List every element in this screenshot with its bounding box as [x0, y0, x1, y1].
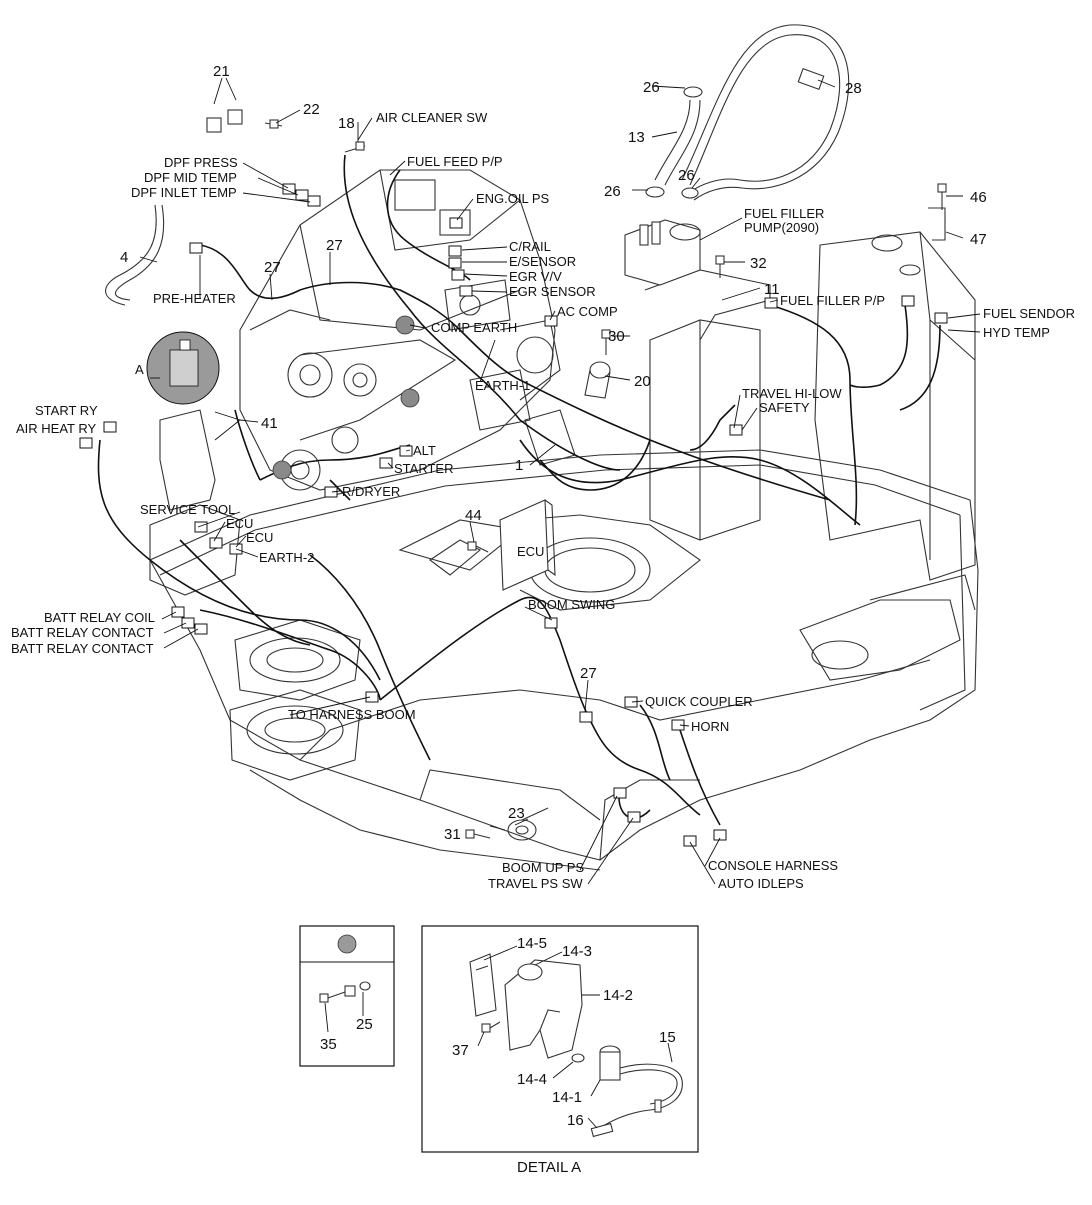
callout-4: 4 — [120, 249, 128, 266]
label-auto-idle-ps: AUTO IDLEPS — [718, 876, 804, 891]
label-alt: ALT — [413, 443, 436, 458]
callout-23: 23 — [508, 805, 525, 822]
label-dpf-press: DPF PRESS — [164, 155, 238, 170]
reference-markers — [272, 315, 420, 480]
leader-lines — [139, 77, 981, 885]
connectors — [79, 183, 948, 847]
callout-18: 18 — [338, 115, 355, 132]
callout-26-top: 26 — [643, 79, 660, 96]
callout-44: 44 — [465, 507, 482, 524]
callout-1: 1 — [515, 457, 523, 474]
inset-ground-bolt: 35 25 — [299, 925, 395, 1067]
label-horn: HORN — [691, 719, 729, 734]
detail-a-callout — [146, 331, 220, 405]
label-quick-coupler: QUICK COUPLER — [645, 694, 753, 709]
callout-14-1: 14-1 — [552, 1089, 582, 1106]
label-console-harness: CONSOLE HARNESS — [708, 858, 838, 873]
callout-labels: 21 22 18 AIR CLEANER SW FUEL FEED P/P DP… — [11, 63, 1075, 891]
fuel-hose-parts — [105, 24, 947, 839]
label-air-heat-ry: AIR HEAT RY — [16, 421, 97, 436]
label-pre-heater: PRE-HEATER — [153, 291, 236, 306]
label-travel-hi-low: TRAVEL HI-LOW — [742, 386, 842, 401]
label-ac-comp: AC COMP — [557, 304, 618, 319]
callout-22: 22 — [303, 101, 320, 118]
label-boom-swing: BOOM SWING — [528, 597, 615, 612]
label-fuel-filler-pump-2090: PUMP(2090) — [744, 220, 819, 235]
callout-14-2: 14-2 — [603, 987, 633, 1004]
label-ecu-1: ECU — [226, 516, 253, 531]
callout-25: 25 — [356, 1016, 373, 1033]
label-batt-relay-contact-1: BATT RELAY CONTACT — [11, 625, 154, 640]
callout-35: 35 — [320, 1036, 337, 1053]
callout-46: 46 — [970, 189, 987, 206]
upper-frame — [149, 169, 979, 871]
callout-20: 20 — [634, 373, 651, 390]
label-dpf-mid-temp: DPF MID TEMP — [144, 170, 237, 185]
label-travel-ps-sw: TRAVEL PS SW — [488, 876, 583, 891]
label-e-sensor: E/SENSOR — [509, 254, 576, 269]
label-fuel-feed-pp: FUEL FEED P/P — [407, 154, 503, 169]
callout-14-3: 14-3 — [562, 943, 592, 960]
wiring-harness — [97, 154, 941, 826]
label-hyd-temp: HYD TEMP — [983, 325, 1050, 340]
label-fuel-sendor: FUEL SENDOR — [983, 306, 1075, 321]
label-fuel-filler-pp: FUEL FILLER P/P — [780, 293, 885, 308]
callout-47: 47 — [970, 231, 987, 248]
ecu-unit — [499, 499, 556, 591]
callout-27-preheater: 27 — [264, 259, 281, 276]
callout-14-4: 14-4 — [517, 1071, 547, 1088]
label-boom-up-ps: BOOM UP PS — [502, 860, 584, 875]
callout-16: 16 — [567, 1112, 584, 1129]
label-comp-earth: COMP EARTH — [431, 320, 517, 335]
callout-41: 41 — [261, 415, 278, 432]
callout-11: 11 — [764, 281, 780, 298]
label-ecu-box: ECU — [517, 544, 544, 559]
callout-13: 13 — [628, 129, 645, 146]
callout-27-lower: 27 — [580, 665, 597, 682]
callout-31: 31 — [444, 826, 461, 843]
label-eng-oil-ps: ENG.OIL PS — [476, 191, 550, 206]
label-earth-1: EARTH-1 — [475, 378, 530, 393]
callout-30: 30 — [608, 328, 625, 345]
inset-detail-a: 14-5 14-3 14-2 37 14-4 14-1 15 16 — [421, 925, 699, 1153]
label-batt-relay-contact-2: BATT RELAY CONTACT — [11, 641, 154, 656]
label-dpf-inlet-temp: DPF INLET TEMP — [131, 185, 237, 200]
detail-marker-a: A — [135, 362, 144, 377]
label-earth-2: EARTH-2 — [259, 550, 314, 565]
label-egr-vv: EGR V/V — [509, 269, 562, 284]
label-start-ry: START RY — [35, 403, 98, 418]
callout-27-engine: 27 — [326, 237, 343, 254]
label-service-tool: SERVICE TOOL — [140, 502, 235, 517]
label-c-rail: C/RAIL — [509, 239, 551, 254]
label-to-harness-boom: TO HARNESS BOOM — [288, 707, 416, 722]
label-egr-sensor: EGR SENSOR — [509, 284, 596, 299]
label-starter: STARTER — [394, 461, 453, 476]
label-batt-relay-coil: BATT RELAY COIL — [44, 610, 155, 625]
callout-28: 28 — [845, 80, 862, 97]
caption-detail-a: DETAIL A — [517, 1159, 581, 1176]
fuel-filler-pump — [624, 219, 701, 286]
callout-21: 21 — [213, 63, 230, 80]
label-air-cleaner-sw: AIR CLEANER SW — [376, 110, 488, 125]
callout-26-mid: 26 — [678, 167, 695, 184]
callout-32: 32 — [750, 255, 767, 272]
callout-26-left: 26 — [604, 183, 621, 200]
label-safety: SAFETY — [759, 400, 810, 415]
callout-14-5: 14-5 — [517, 935, 547, 952]
callout-37: 37 — [452, 1042, 469, 1059]
callout-15: 15 — [659, 1029, 676, 1046]
label-r-dryer: R/DRYER — [342, 484, 400, 499]
label-fuel-filler: FUEL FILLER — [744, 206, 824, 221]
label-ecu-2: ECU — [246, 530, 273, 545]
